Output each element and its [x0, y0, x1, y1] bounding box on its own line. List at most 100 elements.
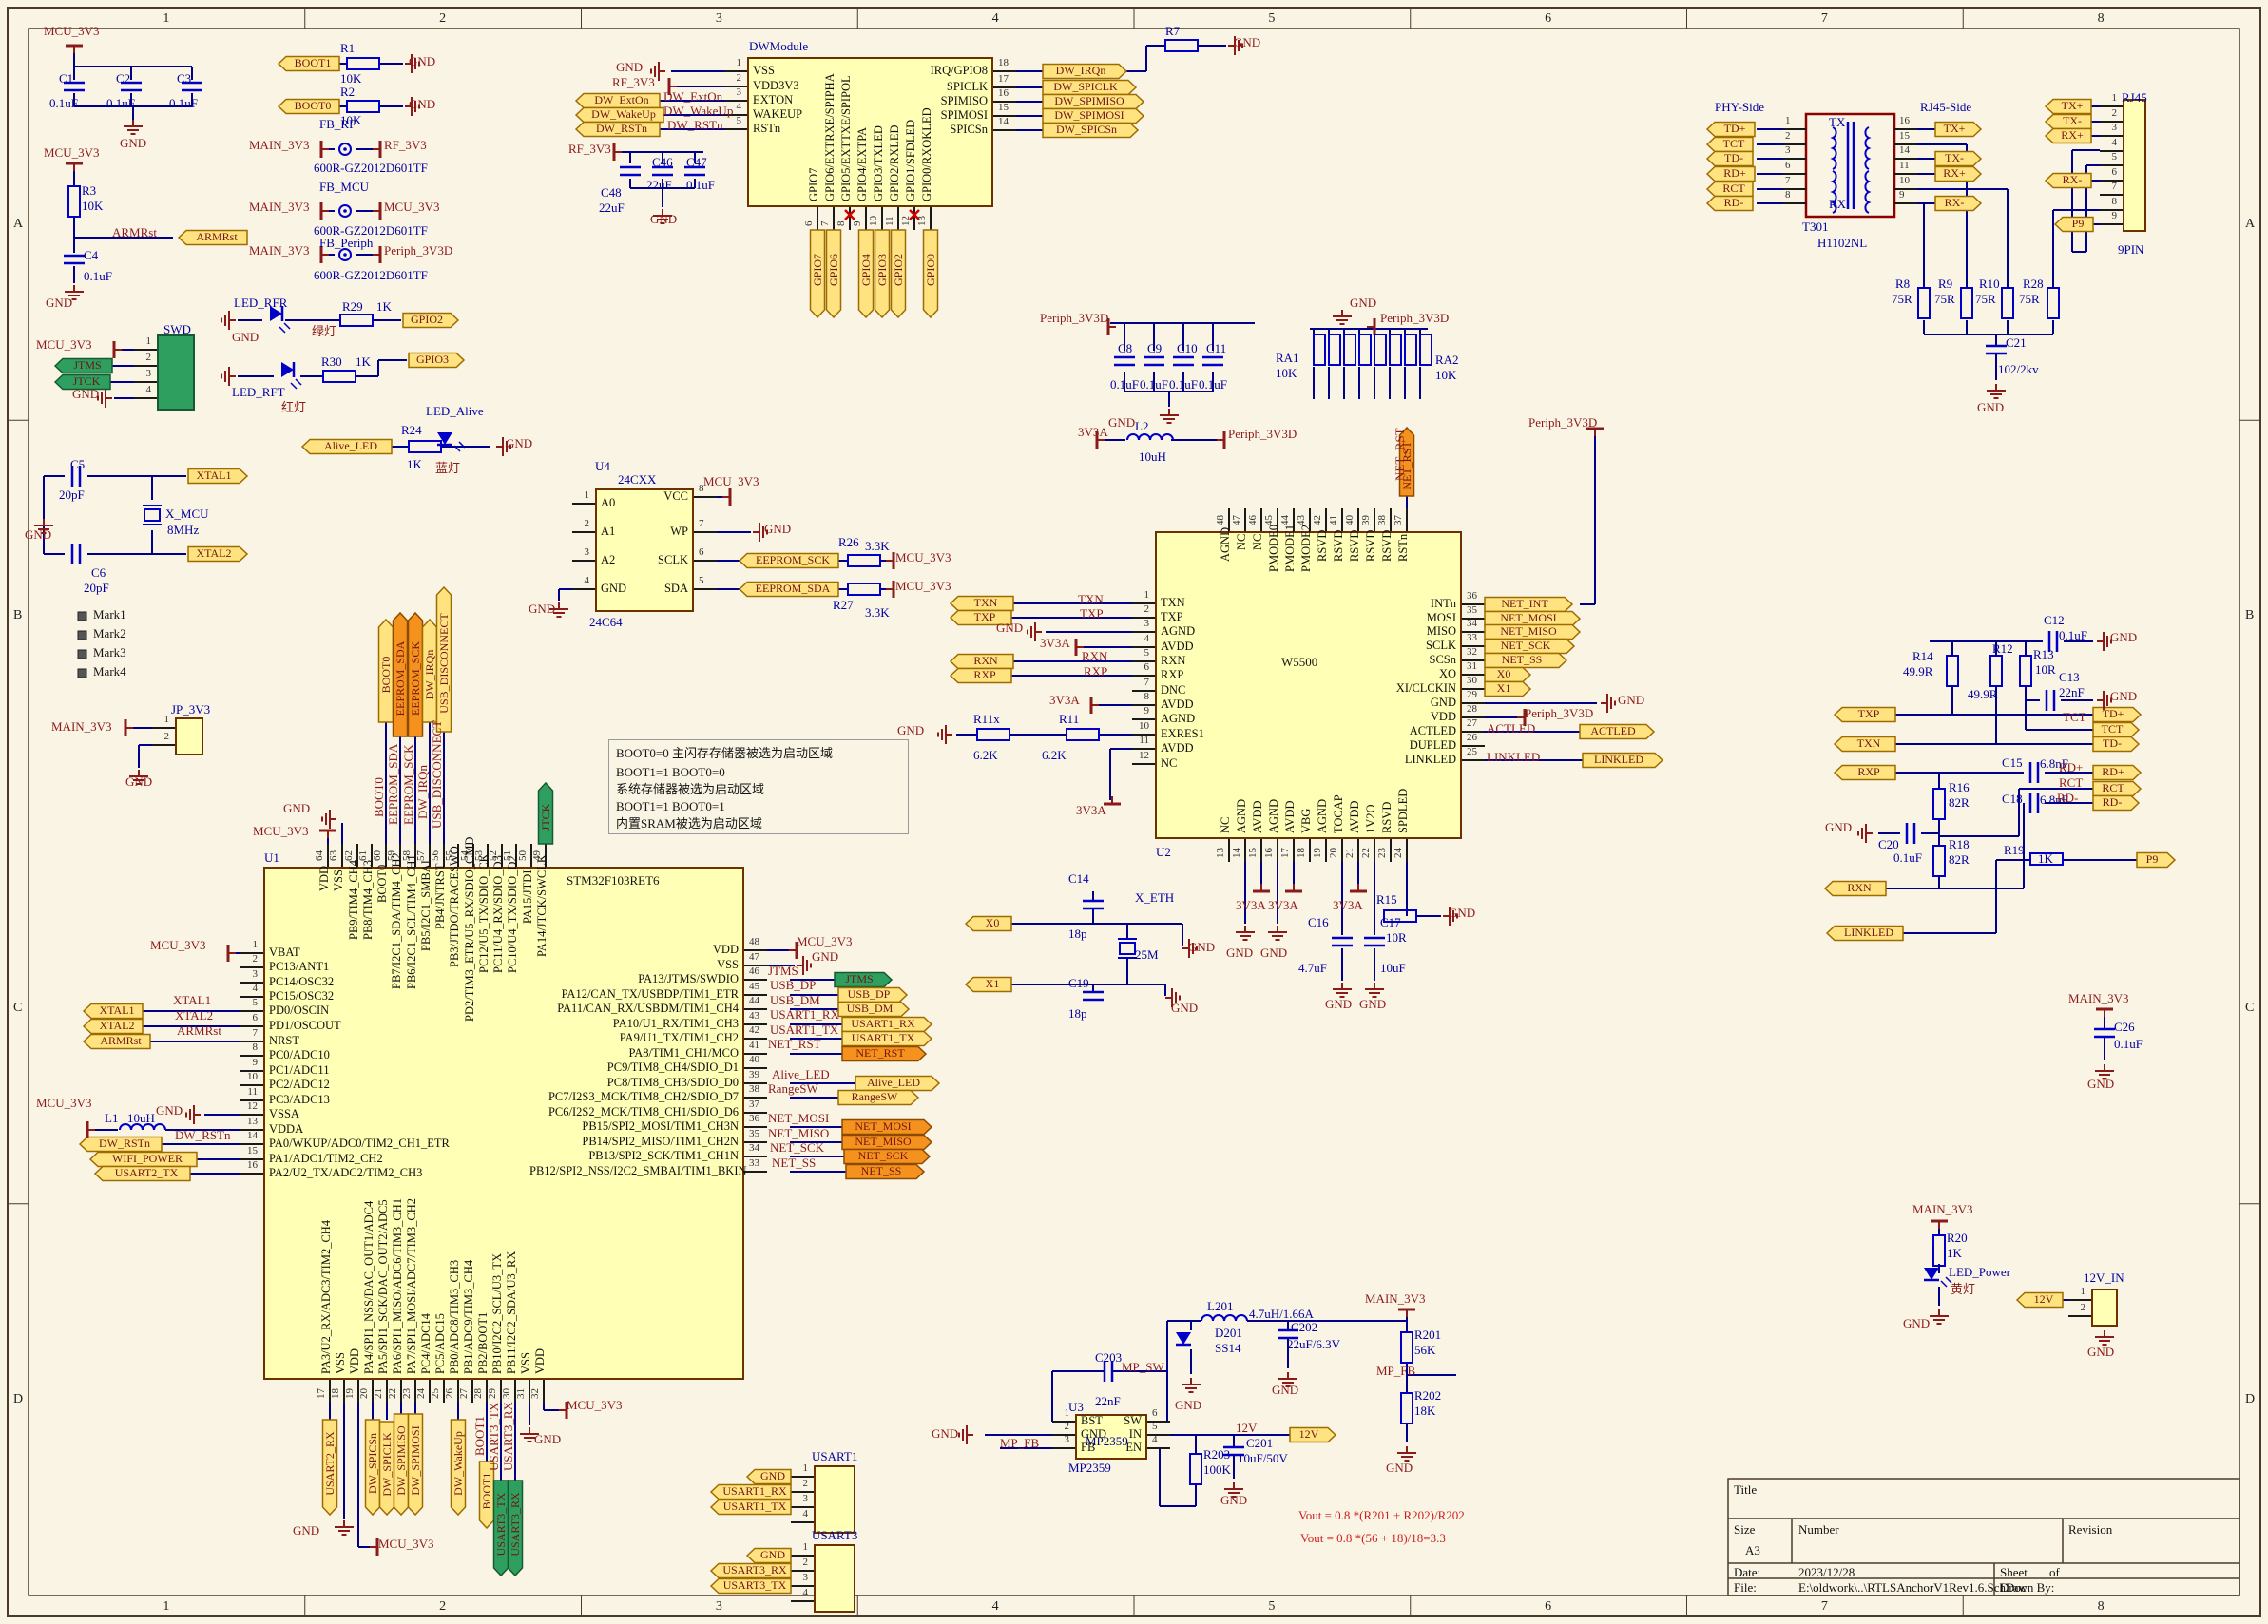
net-flag-XTAL2[interactable] [187, 545, 249, 563]
net-flag-TD-[interactable] [2092, 736, 2141, 753]
gnd-symbol[interactable] [405, 97, 420, 116]
power-rail[interactable] [1253, 884, 1270, 893]
power-rail[interactable] [1285, 884, 1302, 893]
resistor-body[interactable] [1389, 334, 1402, 366]
power-rail[interactable] [373, 202, 382, 220]
gnd-symbol[interactable] [185, 1105, 201, 1124]
resistor-body[interactable] [1960, 287, 1973, 319]
power-rail[interactable] [722, 488, 732, 506]
power-rail[interactable] [1074, 639, 1084, 656]
net-flag-Alive_LED[interactable] [855, 1075, 941, 1092]
net-flag-RD-[interactable] [1705, 195, 1754, 212]
net-flag-GPIO7[interactable] [809, 229, 826, 319]
resistor-body[interactable] [1932, 845, 1946, 877]
net-flag-RD-[interactable] [2092, 794, 2141, 812]
net-flag-X1[interactable] [964, 976, 1012, 993]
gnd-symbol[interactable] [97, 389, 112, 408]
power-rail[interactable] [319, 829, 336, 838]
gnd-symbol[interactable] [221, 367, 236, 386]
net-flag-USART2_RX[interactable] [321, 1419, 338, 1517]
resistor-body[interactable] [2047, 287, 2060, 319]
net-flag-DW_SPICLK[interactable] [1042, 79, 1138, 96]
gnd-symbol[interactable] [1160, 409, 1179, 424]
net-flag-XTAL2[interactable] [82, 1018, 144, 1035]
gnd-symbol[interactable] [650, 62, 665, 81]
net-flag-DW_SPICLK[interactable] [378, 1421, 395, 1517]
power-rail[interactable] [373, 141, 382, 158]
component-12V_IN[interactable] [2091, 1289, 2118, 1327]
net-flag-USART1_RX[interactable] [709, 1483, 792, 1500]
net-flag-USART1_TX[interactable] [709, 1499, 792, 1516]
led[interactable] [437, 432, 452, 445]
net-flag-NET_SS[interactable] [845, 1163, 926, 1180]
resistor-body[interactable] [346, 100, 380, 113]
ferrite-bead[interactable] [338, 204, 352, 218]
component-SWD[interactable] [157, 334, 195, 411]
net-flag-TD+[interactable] [1705, 121, 1756, 138]
net-flag-EEPROM_SCK[interactable] [738, 552, 839, 569]
gnd-symbol[interactable] [2097, 632, 2112, 651]
gnd-symbol[interactable] [1236, 926, 1255, 941]
net-flag-X0[interactable] [1484, 666, 1532, 683]
component-T301[interactable] [1804, 112, 1896, 219]
gnd-symbol[interactable] [34, 519, 53, 534]
component-STM32F103RET6[interactable] [263, 867, 744, 1380]
gnd-symbol[interactable] [129, 770, 148, 785]
gnd-symbol[interactable] [496, 437, 511, 456]
gnd-symbol[interactable] [2097, 691, 2112, 710]
resistor-body[interactable] [1313, 334, 1326, 366]
net-flag-LINKLED[interactable] [1582, 752, 1664, 769]
power-rail[interactable] [1217, 431, 1226, 449]
net-flag-USART1_RX[interactable] [841, 1016, 933, 1033]
resistor-body[interactable] [1066, 728, 1100, 741]
net-flag-RangeSW[interactable] [837, 1089, 920, 1106]
component-JP_3V3[interactable] [175, 717, 203, 755]
gnd-symbol[interactable] [1182, 1378, 1201, 1393]
power-rail[interactable] [124, 719, 133, 736]
net-flag-DW_WakeUp[interactable] [574, 106, 664, 124]
power-rail[interactable] [373, 246, 382, 263]
component-W5500[interactable] [1155, 531, 1462, 839]
net-flag-NET_SCK[interactable] [843, 1148, 932, 1165]
gnd-symbol[interactable] [221, 311, 236, 330]
power-rail[interactable] [1350, 884, 1367, 893]
resistor-body[interactable] [1404, 334, 1417, 366]
net-flag-BOOT0[interactable] [277, 98, 340, 115]
resistor-body[interactable] [847, 583, 881, 596]
gnd-symbol[interactable] [2095, 1330, 2114, 1346]
net-flag-GND[interactable] [745, 1468, 792, 1485]
resistor-body[interactable] [1946, 655, 1959, 687]
power-rail[interactable] [1517, 709, 1527, 726]
power-rail[interactable] [612, 143, 622, 161]
gnd-symbol[interactable] [1027, 622, 1042, 641]
inductor-coil[interactable] [119, 1123, 166, 1131]
gnd-symbol[interactable] [653, 209, 672, 224]
net-flag-NET_RST[interactable] [1398, 426, 1415, 497]
resistor-body[interactable] [1358, 334, 1372, 366]
resistor-body[interactable] [976, 728, 1010, 741]
gnd-symbol[interactable] [124, 120, 143, 135]
net-flag-RXP[interactable] [949, 667, 1012, 684]
gnd-symbol[interactable] [1930, 1309, 1949, 1325]
net-flag-RX+[interactable] [2044, 127, 2092, 144]
resistor-body[interactable] [1989, 655, 2003, 687]
net-flag-ARMRst[interactable] [82, 1033, 151, 1050]
fiducial-mark[interactable] [77, 630, 87, 640]
net-flag-TX+[interactable] [1934, 121, 1983, 138]
net-flag-RXN[interactable] [1823, 880, 1887, 897]
gnd-symbol[interactable] [1165, 988, 1181, 1007]
net-flag-TCT[interactable] [2092, 721, 2141, 738]
net-flag-DW_SPIMISO[interactable] [393, 1413, 410, 1517]
net-flag-NET_INT[interactable] [1484, 596, 1574, 613]
fiducial-mark[interactable] [77, 668, 87, 678]
component-DWModule[interactable] [747, 57, 993, 207]
net-flag-USART2_TX[interactable] [93, 1165, 191, 1182]
net-flag-DW_RSTn[interactable] [574, 121, 661, 138]
net-flag-RCT[interactable] [1705, 181, 1754, 198]
net-flag-DW_IRQn[interactable] [421, 618, 438, 723]
net-flag-RD+[interactable] [1705, 165, 1756, 182]
net-flag-EEPROM_SDA[interactable] [738, 581, 839, 598]
gnd-symbol[interactable] [520, 1427, 539, 1442]
net-flag-DW_SPICSn[interactable] [364, 1419, 381, 1517]
net-flag-DW_SPIMOSI[interactable] [407, 1413, 424, 1517]
